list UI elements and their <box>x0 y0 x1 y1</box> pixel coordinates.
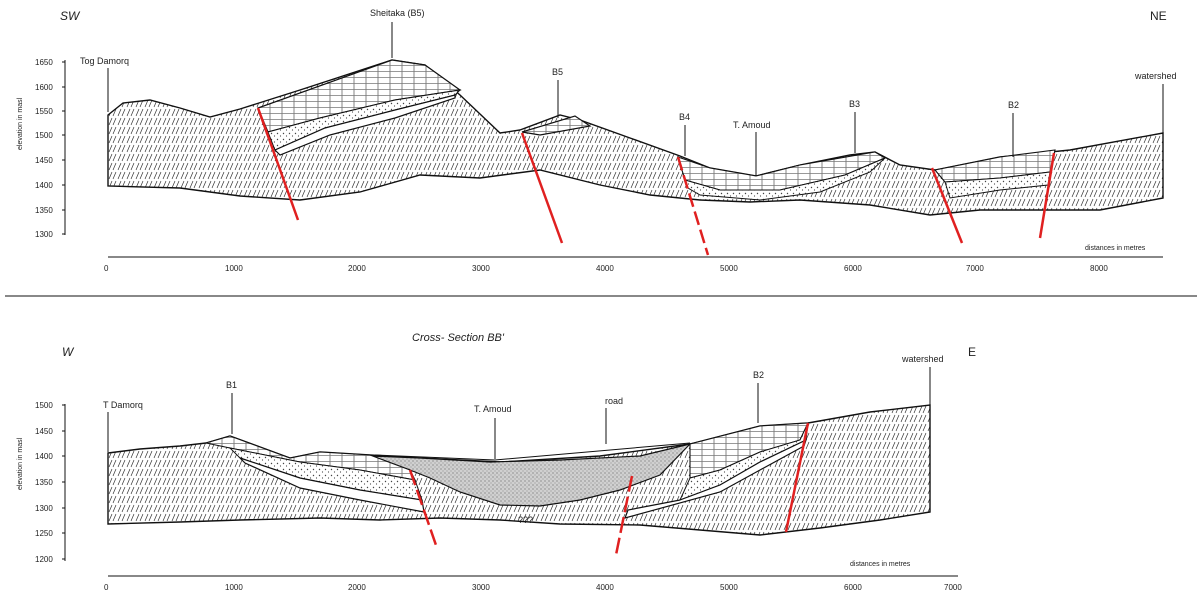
label-t-damorq: T Damorq <box>103 400 143 410</box>
x-tick-a-6: 5000 <box>720 264 738 273</box>
x-axis-a: 0 1000 2000 3000 4000 5000 6000 7000 800… <box>104 245 1163 273</box>
y-tick-b-3: 1400 <box>35 452 53 461</box>
y-tick-a-4: 1500 <box>35 131 53 140</box>
annotations-b: T Damorq B1 T. Amoud road B2 watershed ?… <box>103 354 944 525</box>
x-tick-a-7: 6000 <box>844 264 862 273</box>
x-tick-a-2: 1000 <box>225 264 243 273</box>
x-tick-a-5: 4000 <box>596 264 614 273</box>
x-tick-b-2: 1000 <box>225 583 243 592</box>
y-axis-title-a: elevation in masl <box>17 97 24 150</box>
y-tick-a-6: 1400 <box>35 181 53 190</box>
x-tick-a-4: 3000 <box>472 264 490 273</box>
y-tick-b-6: 1250 <box>35 529 53 538</box>
fault-b3 <box>784 422 810 533</box>
label-b3: B3 <box>849 99 860 109</box>
x-tick-b-7: 6000 <box>844 583 862 592</box>
section-a: SW NE 1650 <box>17 8 1177 273</box>
road-line <box>374 442 691 461</box>
corner-label-ne: NE <box>1150 9 1167 23</box>
label-b1: B1 <box>226 380 237 390</box>
label-t-amoud-a: T. Amoud <box>733 120 771 130</box>
x-tick-b-6: 5000 <box>720 583 738 592</box>
x-tick-a-9: 8000 <box>1090 264 1108 273</box>
y-tick-a-7: 1350 <box>35 206 53 215</box>
label-unknown: ??? <box>518 515 533 525</box>
x-tick-a-1: 0 <box>104 264 109 273</box>
basement-rock-a <box>107 59 1164 216</box>
label-watershed-a: watershed <box>1134 71 1177 81</box>
y-tick-b-4: 1350 <box>35 478 53 487</box>
y-tick-b-1: 1500 <box>35 401 53 410</box>
x-tick-a-3: 2000 <box>348 264 366 273</box>
fault-a4 <box>930 167 964 244</box>
label-b2-b: B2 <box>753 370 764 380</box>
y-axis-title-b: elevation in masl <box>17 437 24 490</box>
y-tick-b-2: 1450 <box>35 427 53 436</box>
x-axis-title-a: distances in metres <box>1085 245 1146 252</box>
fault-a5 <box>1038 152 1056 239</box>
y-tick-a-3: 1550 <box>35 107 53 116</box>
fault-b2 <box>614 475 634 556</box>
y-axis-b: 1500 1450 1400 1350 1300 1250 1200 eleva… <box>17 401 66 564</box>
y-tick-a-1: 1650 <box>35 58 53 67</box>
x-tick-b-5: 4000 <box>596 583 614 592</box>
x-axis-title-b: distances in metres <box>850 561 911 568</box>
section-b: Cross- Section BB' W E <box>17 332 976 592</box>
label-watershed-b: watershed <box>901 354 944 364</box>
y-tick-a-2: 1600 <box>35 83 53 92</box>
y-axis-a: 1650 1600 1550 1500 1450 1400 1350 1300 … <box>17 58 66 239</box>
fault-a3 <box>676 156 710 256</box>
limestone-b5 <box>521 115 592 136</box>
lower-b2-east <box>624 438 808 519</box>
label-t-amoud-b: T. Amoud <box>474 404 512 414</box>
lower-layer-sheitaka <box>273 94 456 156</box>
label-road: road <box>605 396 623 406</box>
annotations-a: Tog Damorq Sheitaka (B5) B5 B4 T. Amoud … <box>80 8 1177 176</box>
corner-label-e: E <box>968 345 976 359</box>
x-axis-b: 0 1000 2000 3000 4000 5000 6000 7000 dis… <box>104 561 962 592</box>
label-b2-a: B2 <box>1008 100 1019 110</box>
fault-a2 <box>520 132 564 244</box>
y-tick-a-8: 1300 <box>35 230 53 239</box>
corner-label-w: W <box>62 345 75 359</box>
x-tick-b-3: 2000 <box>348 583 366 592</box>
label-b5: B5 <box>552 67 563 77</box>
corner-label-sw: SW <box>60 9 81 23</box>
x-tick-b-4: 3000 <box>472 583 490 592</box>
label-sheitaka: Sheitaka (B5) <box>370 8 425 18</box>
section-b-title: Cross- Section BB' <box>412 332 505 344</box>
x-tick-b-8: 7000 <box>944 583 962 592</box>
y-tick-b-5: 1300 <box>35 504 53 513</box>
x-tick-b-1: 0 <box>104 583 109 592</box>
fault-a1 <box>256 107 300 221</box>
y-tick-b-7: 1200 <box>35 555 53 564</box>
y-tick-a-5: 1450 <box>35 156 53 165</box>
x-tick-a-8: 7000 <box>966 264 984 273</box>
sandy-b4-b3 <box>684 157 886 201</box>
fault-b1 <box>408 469 439 549</box>
label-b4: B4 <box>679 112 690 122</box>
alluvium-basin <box>369 442 692 507</box>
label-tog-damorq: Tog Damorq <box>80 56 129 66</box>
